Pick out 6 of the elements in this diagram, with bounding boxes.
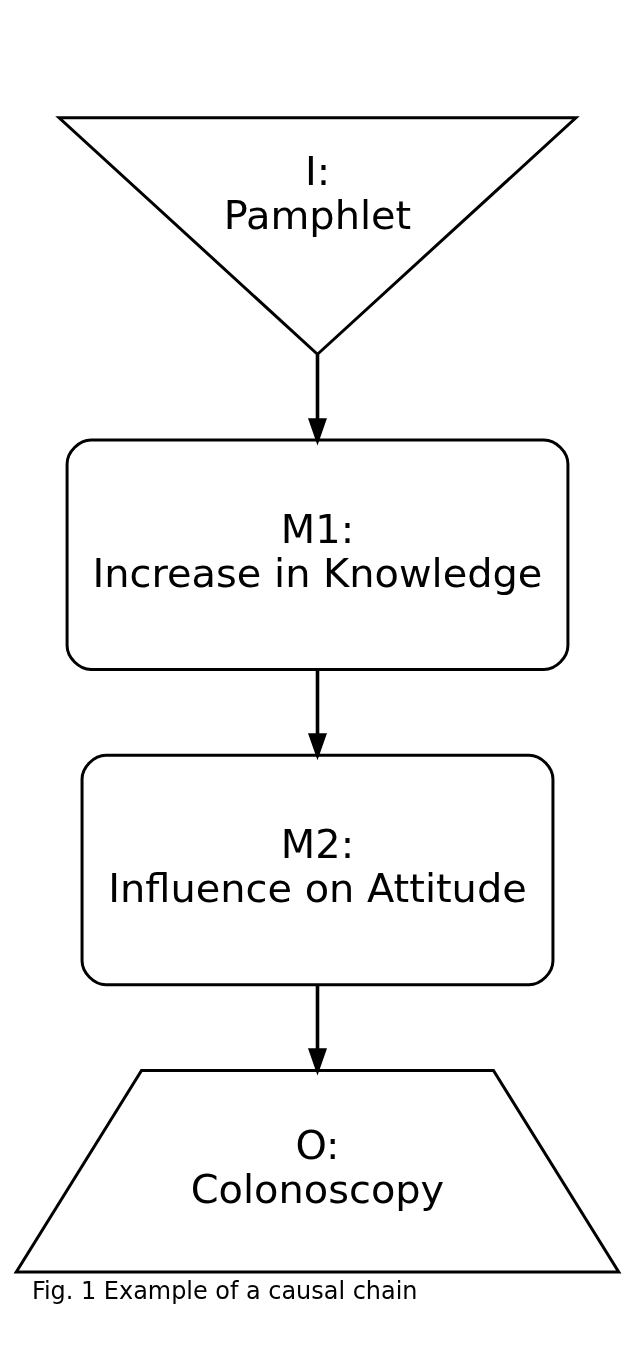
caption: Fig. 1 Example of a causal chain xyxy=(31,1277,418,1306)
arrow xyxy=(308,985,327,1076)
arrow xyxy=(308,670,327,761)
node-box: M1: Increase in Knowledge xyxy=(65,438,570,671)
node-box: M2: Influence on Attitude xyxy=(80,753,555,987)
arrow xyxy=(308,354,327,446)
